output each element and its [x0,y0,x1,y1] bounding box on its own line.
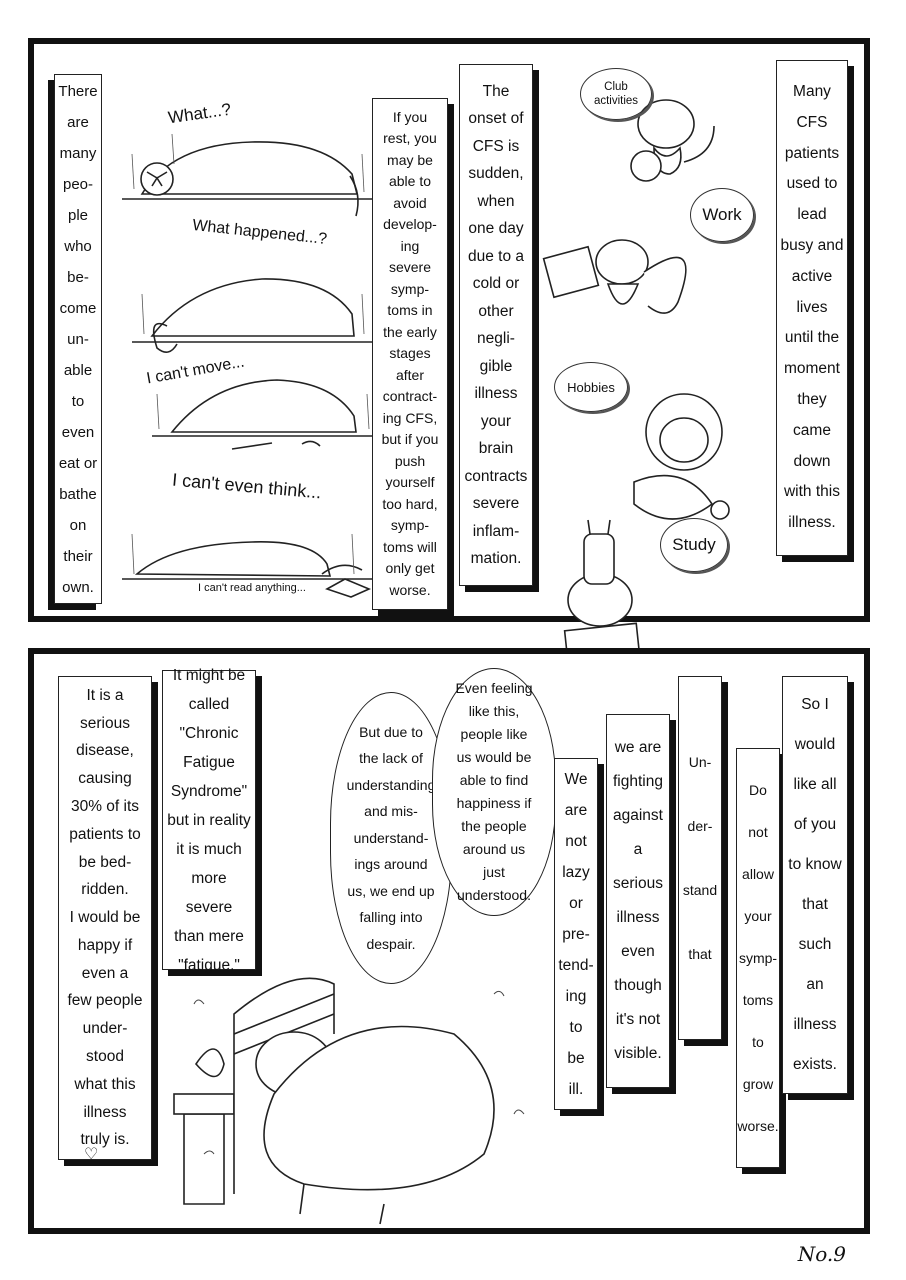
busy-text-column: Many CFS patients used to lead busy and … [776,60,848,556]
not-lazy-text: We are not lazy or pre- tend- ing to be … [558,770,594,1098]
rest-text: If you rest, you may be able to avoid de… [381,108,439,598]
called-text-column: It might be called "Chronic Fatigue Synd… [162,667,256,974]
not-lazy-text-column: We are not lazy or pre- tend- ing to be … [554,758,598,1110]
busy-text: Many CFS patients used to lead busy and … [780,83,844,532]
tag-club-activities-text: Club activities [593,81,639,107]
top-panel: There are many peo- ple who be- come un-… [28,38,870,662]
fighting-text: we are fighting against a serious illnes… [613,739,663,1062]
bed-illustration [173,977,525,1225]
tag-club-activities: Club activities [580,68,652,120]
tag-hobbies: Hobbies [554,362,628,412]
onset-text-column: The onset of CFS is sudden, when one day… [459,64,533,586]
intro-text: There are many peo- ple who be- come un-… [58,82,98,596]
heart-icon: ♡ [84,1146,99,1163]
do-not-text: Do not allow your symp- toms to grow wor… [737,782,779,1134]
tag-hobbies-text: Hobbies [567,379,615,395]
speech-bubble-despair: But due to the lack of understanding and… [330,692,452,984]
so-text: So I would like all of you to know that … [788,696,842,1073]
do-not-text-column: Do not allow your symp- toms to grow wor… [736,748,780,1168]
tag-study: Study [660,518,728,572]
caption-cant-read: I can't read anything... [198,582,306,594]
collapsed-tiger-illustrations [122,133,377,598]
serious-text-column: It is a serious disease, causing 30% of … [58,676,152,1160]
tag-work: Work [690,188,754,242]
called-text: It might be called "Chronic Fatigue Synd… [167,666,251,974]
speech-bubble-happiness-text: Even feeling like this, people like us w… [455,680,533,903]
rest-text-column: If you rest, you may be able to avoid de… [372,98,448,610]
understand-text-column: Un- der- stand that [678,676,722,1040]
animal-activities-illustration [542,99,730,662]
onset-text: The onset of CFS is sudden, when one day… [464,82,528,568]
serious-text: It is a serious disease, causing 30% of … [67,686,143,1149]
tag-study-text: Study [672,535,716,554]
intro-text-column: There are many peo- ple who be- come un-… [54,74,102,604]
speech-bubble-despair-text: But due to the lack of understanding and… [346,723,436,952]
so-text-column: So I would like all of you to know that … [782,676,848,1094]
speech-bubble-happiness: Even feeling like this, people like us w… [432,668,556,916]
bottom-panel: It is a serious disease, causing 30% of … [28,648,870,1234]
understand-text: Un- der- stand that [682,754,718,962]
page-number: No.9 [797,1242,846,1266]
fighting-text-column: we are fighting against a serious illnes… [606,714,670,1088]
tag-work-text: Work [702,205,742,224]
